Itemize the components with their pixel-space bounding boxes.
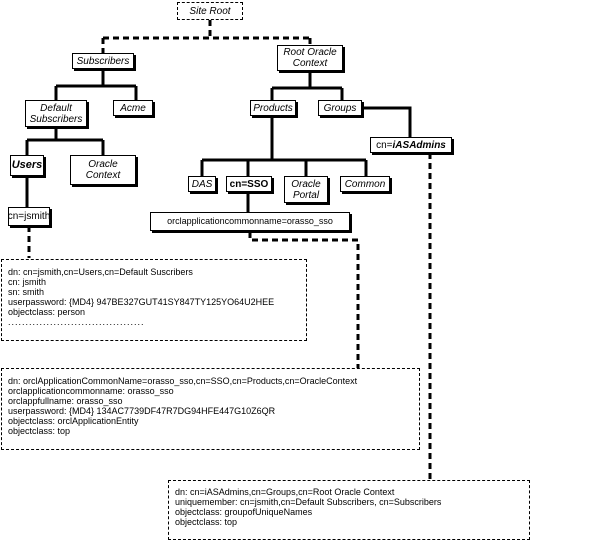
default-subscribers-node: Default Subscribers: [25, 100, 87, 127]
group-entry-line: objectclass: top: [175, 517, 238, 527]
iasadmins-node: cn=iASAdmins: [370, 137, 452, 153]
root-oracle-context-node: Root Oracle Context: [277, 45, 343, 71]
users-label: Users: [11, 159, 43, 171]
site-root-label: Site Root: [189, 5, 231, 17]
sso-entry-line: objectclass: top: [8, 426, 71, 436]
iasadmins-prefix: cn=: [376, 139, 393, 151]
sso-entry-line: orclapplicationcommonname: orasso_sso: [8, 386, 174, 396]
user-entry-line: userpassword: {MD4} 947BE327GUT41SY847TY…: [8, 297, 275, 307]
iasadmins-name: iASAdmins: [392, 139, 446, 151]
site-root-node: Site Root: [177, 2, 243, 20]
root-connector: [101, 20, 312, 54]
jsmith-label: cn=jsmith: [7, 211, 51, 222]
user-entry-line: cn: jsmith: [8, 277, 47, 287]
default-subscribers-label-1: Default: [40, 102, 72, 114]
oracle-context-label-2: Context: [85, 170, 121, 181]
root-oracle-context-label-2: Context: [292, 58, 328, 69]
oracle-context-label-1: Oracle: [88, 159, 118, 170]
common-node: Common: [340, 176, 390, 192]
sso-entry-line: userpassword: {MD4} 134AC7739DF47R7DG94H…: [8, 406, 276, 416]
das-label: DAS: [191, 178, 213, 190]
oracle-context-node: Oracle Context: [70, 155, 136, 185]
user-entry-ellipsis: .......................................: [8, 317, 145, 327]
acme-label: Acme: [120, 102, 146, 114]
default-subscribers-connector: [25, 127, 105, 155]
user-entry-line: objectclass: person: [8, 307, 86, 317]
products-node: Products: [250, 100, 296, 116]
subscribers-label: Subscribers: [76, 55, 130, 67]
group-entry-line: dn: cn=iASAdmins,cn=Groups,cn=Root Oracl…: [175, 487, 395, 497]
user-entry-line: dn: cn=jsmith,cn=Users,cn=Default Suscri…: [8, 267, 193, 277]
group-entry-line: objectclass: groupofUniqueNames: [175, 507, 313, 517]
root-oracle-context-label-1: Root Oracle: [283, 47, 337, 58]
sso-label: cn=SSO: [229, 178, 269, 190]
oracle-portal-label-1: Oracle: [291, 178, 321, 190]
users-node: Users: [10, 155, 44, 176]
sso-entry-panel: dn: orclApplicationCommonName=orasso_sso…: [1, 368, 420, 450]
groups-connector: [362, 106, 412, 137]
oracle-portal-node: Oracle Portal: [284, 176, 328, 203]
common-label: Common: [344, 178, 386, 190]
groups-label: Groups: [323, 102, 357, 114]
sso-entry-line: objectclass: orclApplicationEntity: [8, 416, 139, 426]
groups-node: Groups: [318, 100, 362, 116]
sso-entry-line: dn: orclApplicationCommonName=orasso_sso…: [8, 376, 358, 386]
user-entry-line: sn: smith: [8, 287, 45, 297]
group-entry-panel: dn: cn=iASAdmins,cn=Groups,cn=Root Oracl…: [168, 480, 530, 540]
user-entry-panel: dn: cn=jsmith,cn=Users,cn=Default Suscri…: [1, 259, 307, 341]
orasso-node: orclapplicationcommonname=orasso_sso: [150, 212, 350, 231]
sso-entry-line: orclappfullname: orasso_sso: [8, 396, 123, 406]
sso-node: cn=SSO: [226, 176, 272, 192]
products-connector: [200, 116, 368, 176]
group-entry-line: uniquemember: cn=jsmith,cn=Default Subsc…: [175, 497, 442, 507]
jsmith-node: cn=jsmith: [8, 207, 50, 226]
acme-node: Acme: [113, 100, 153, 116]
orasso-panel-link: [248, 232, 360, 368]
default-subscribers-label-2: Subscribers: [29, 113, 83, 125]
subscribers-node: Subscribers: [72, 53, 134, 69]
products-label: Products: [253, 102, 293, 114]
subscribers-connector: [54, 68, 138, 100]
das-node: DAS: [188, 176, 216, 192]
oracle-context-connector: [270, 71, 344, 100]
oracle-portal-label-2: Portal: [292, 189, 320, 201]
orasso-label: orclapplicationcommonname=orasso_sso: [167, 216, 333, 226]
